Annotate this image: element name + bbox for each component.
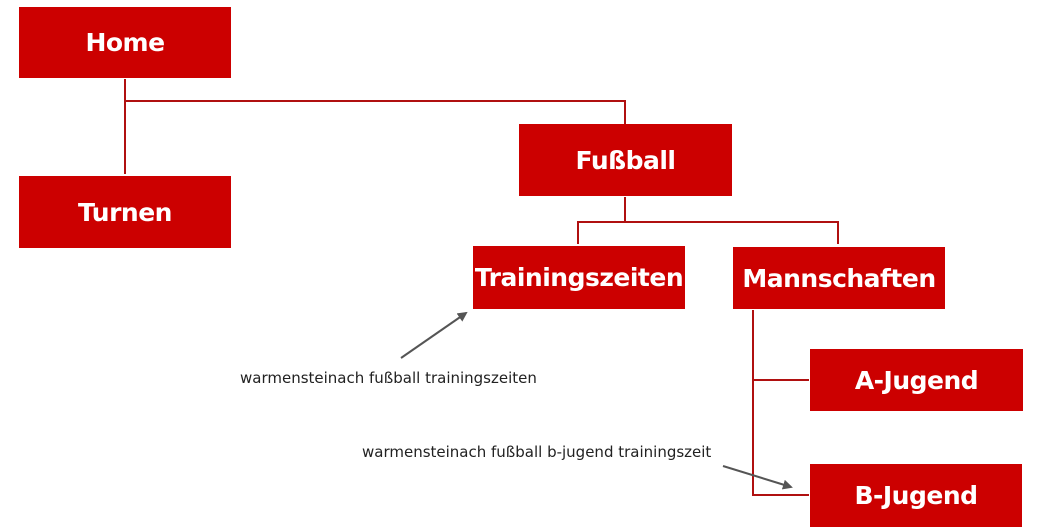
annotation-arrow-trainingszeiten <box>400 311 468 359</box>
mannschaften-connectors <box>752 310 809 496</box>
home-connectors <box>124 79 626 174</box>
node-mannschaften[interactable]: Mannschaften <box>733 247 945 309</box>
node-fussball[interactable]: Fußball <box>519 124 732 196</box>
annotation-b-jugend-keyword: warmensteinach fußball b-jugend training… <box>362 443 712 461</box>
node-home[interactable]: Home <box>19 7 231 78</box>
node-a-jugend[interactable]: A-Jugend <box>810 349 1023 411</box>
node-trainingszeiten[interactable]: Trainingszeiten <box>473 246 685 309</box>
fussball-connectors <box>577 197 839 244</box>
node-b-jugend[interactable]: B-Jugend <box>810 464 1022 527</box>
node-turnen[interactable]: Turnen <box>19 176 231 248</box>
annotation-trainingszeiten-keyword: warmensteinach fußball trainingszeiten <box>240 369 537 387</box>
annotation-arrow-b-jugend <box>722 465 793 490</box>
